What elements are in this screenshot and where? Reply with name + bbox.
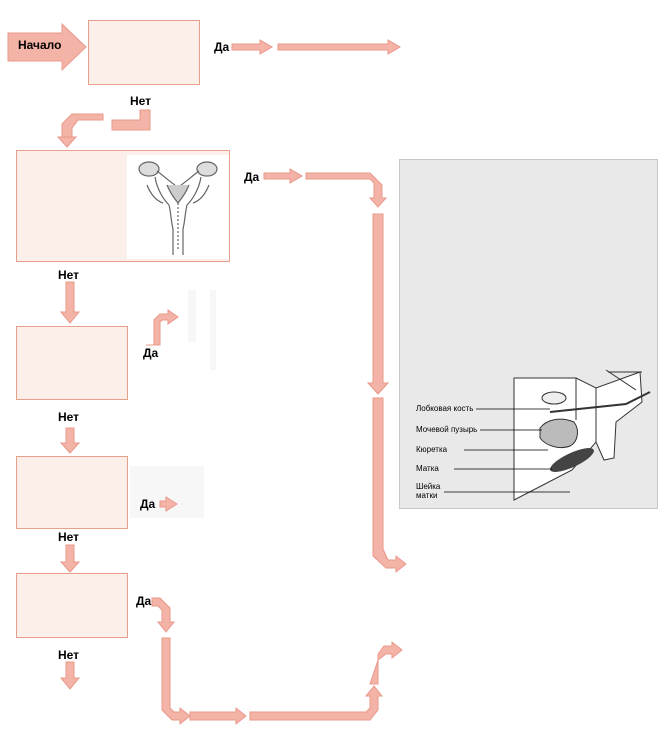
yes-label: Да	[140, 497, 156, 511]
arrow-bend	[61, 113, 104, 141]
label-bladder: Мочевой пузырь	[416, 425, 478, 434]
start-label: Начало	[18, 38, 62, 52]
start-arrow	[7, 22, 87, 72]
decision-box-2	[16, 150, 230, 262]
arrow-right	[277, 39, 401, 55]
illustration-panel: Лобковая кость Мочевой пузырь Кюретка Ма…	[399, 159, 658, 509]
no-label: Нет	[58, 648, 80, 662]
arrow-down	[59, 544, 81, 573]
label-curette: Кюретка	[416, 445, 448, 454]
arrow-bend	[369, 640, 403, 685]
arrow-down	[56, 136, 78, 148]
arrow-down	[366, 213, 390, 395]
no-label: Нет	[130, 94, 152, 108]
yes-label: Да	[244, 170, 260, 184]
no-label: Нет	[58, 530, 80, 544]
yes-label: Да	[143, 346, 159, 360]
uterus-illustration	[127, 155, 229, 259]
arrow-down	[59, 281, 81, 324]
yes-label: Да	[214, 40, 230, 54]
no-label: Нет	[58, 268, 80, 282]
decision-box-5	[16, 573, 128, 638]
label-uterus: Матка	[416, 464, 439, 473]
arrow-right	[159, 496, 178, 512]
arrow-bend	[151, 597, 176, 633]
arrow-up	[146, 309, 179, 346]
label-pubic-bone: Лобковая кость	[416, 404, 474, 413]
arrow-down	[59, 661, 81, 690]
arrow-bend	[249, 685, 384, 721]
arrow-right	[263, 168, 303, 184]
label-cervix: Шейка матки	[416, 482, 441, 500]
pelvic-cross-section-illustration	[444, 369, 651, 501]
ghost-strip	[210, 290, 216, 370]
arrow-bend	[305, 172, 388, 208]
arrow-right	[231, 39, 273, 55]
arrow-bend	[372, 397, 407, 574]
arrow-bend	[111, 109, 151, 131]
no-label: Нет	[58, 410, 80, 424]
decision-box-1	[88, 20, 200, 85]
ghost-strip	[188, 290, 196, 342]
arrow-bend	[161, 637, 191, 726]
arrow-right	[189, 706, 247, 726]
decision-box-3	[16, 326, 128, 400]
arrow-down	[59, 427, 81, 454]
decision-box-4	[16, 456, 128, 529]
yes-label: Да	[136, 594, 152, 608]
